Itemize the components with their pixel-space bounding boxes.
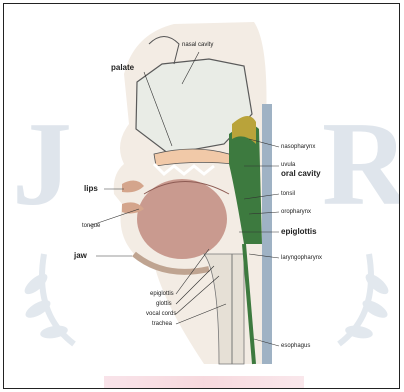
label-lips: lips (84, 185, 98, 193)
anatomy-illustration (4, 4, 400, 389)
label-nasal-cavity: nasal cavity (182, 42, 213, 48)
label-epiglottis-right: epiglottis (281, 228, 317, 236)
label-vocal-cords: vocal cords (146, 311, 176, 317)
label-esophagus: esophagus (281, 343, 310, 349)
label-tonsil: tonsil (281, 191, 295, 197)
label-oropharynx: oropharynx (281, 209, 311, 215)
label-tongue: tongue (82, 223, 100, 229)
label-laryngopharynx: laryngopharynx (281, 255, 322, 261)
label-trachea: trachea (152, 321, 172, 327)
label-epiglottis-lower: epiglottis (150, 291, 174, 297)
label-palate: palate (111, 64, 134, 72)
tongue-shape (137, 179, 227, 259)
figure-frame: J R (3, 3, 400, 389)
label-jaw: jaw (74, 252, 87, 260)
label-nasopharynx: nasopharynx (281, 144, 315, 150)
label-oral-cavity: oral cavity (281, 170, 321, 178)
label-uvula: uvula (281, 162, 295, 168)
label-glottis: glottis (156, 301, 172, 307)
